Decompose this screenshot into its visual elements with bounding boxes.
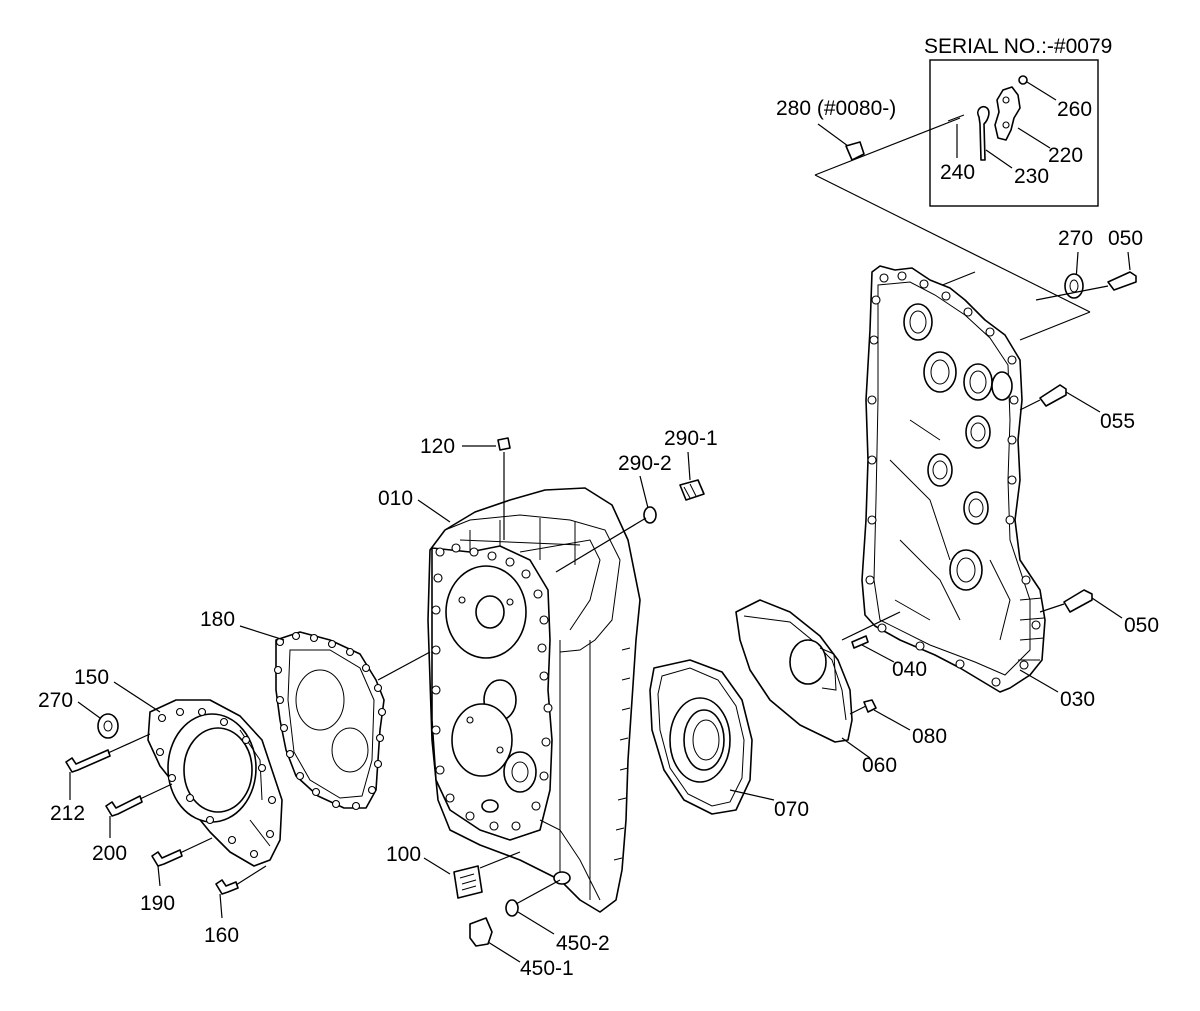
part-180-gasket: 180 <box>200 608 431 811</box>
part-050-bolt-top <box>1107 271 1137 291</box>
label-050-bottom: 050 <box>1124 614 1159 637</box>
label-290-2: 290-2 <box>618 452 672 475</box>
serial-note: SERIAL NO.:-#0079 <box>924 35 1112 58</box>
label-100: 100 <box>386 843 421 866</box>
label-120: 120 <box>420 435 455 458</box>
part-190-bolt <box>151 849 183 867</box>
part-080-bolt <box>863 699 877 713</box>
part-120-plug <box>497 437 511 451</box>
label-040: 040 <box>892 658 927 681</box>
label-290-1: 290-1 <box>664 427 718 450</box>
label-160: 160 <box>204 924 239 947</box>
label-270-top: 270 <box>1058 227 1093 250</box>
part-280-group: 280 (#0080-) <box>776 97 1091 341</box>
part-050-bolt-bottom <box>1063 589 1093 613</box>
label-060: 060 <box>862 754 897 777</box>
label-010: 010 <box>378 487 413 510</box>
housing-030-outline <box>861 265 1046 693</box>
label-450-2: 450-2 <box>556 932 610 955</box>
part-070-cover: 070 <box>649 659 809 821</box>
label-050-top: 050 <box>1108 227 1143 250</box>
part-080-group: 080 <box>849 699 947 748</box>
label-450-1: 450-1 <box>520 957 574 980</box>
label-230: 230 <box>1014 165 1049 188</box>
part-230-key <box>977 105 990 161</box>
part-190-group: 190 <box>140 837 213 915</box>
part-050-bottom-group: 050 <box>1039 589 1159 637</box>
part-055-bolt <box>1039 384 1067 407</box>
serial-inset-box <box>929 59 1099 207</box>
part-160-bolt <box>215 879 239 895</box>
gasket-180-holes <box>273 631 387 811</box>
label-055: 055 <box>1100 410 1135 433</box>
label-080: 080 <box>912 725 947 748</box>
part-030-housing <box>861 265 1046 693</box>
housing-010-bolt-ring <box>431 543 553 831</box>
label-280: 280 (#0080-) <box>776 97 896 120</box>
serial-inset: SERIAL NO.:-#0079 260 220 240 230 <box>924 35 1112 207</box>
part-270-050-top: 270 050 <box>1035 227 1143 301</box>
label-150: 150 <box>74 666 109 689</box>
part-150-front-cover: 150 <box>74 666 283 867</box>
label-220: 220 <box>1048 144 1083 167</box>
label-260: 260 <box>1057 98 1092 121</box>
part-450-2-oring <box>505 899 519 917</box>
part-220-bracket <box>994 86 1021 141</box>
part-100-group: 100 <box>386 843 521 899</box>
label-240: 240 <box>940 161 975 184</box>
part-010-labels: 010 120 290-2 290-1 <box>378 427 718 573</box>
part-160-group: 160 <box>204 865 267 947</box>
part-290-2-oring <box>643 506 657 524</box>
label-070: 070 <box>774 798 809 821</box>
cover-150-bosses <box>155 707 277 859</box>
label-190: 190 <box>140 892 175 915</box>
part-290-1-plug <box>679 479 705 501</box>
part-260-nut <box>1018 75 1028 85</box>
part-450-1-plug <box>469 917 493 947</box>
label-180: 180 <box>200 608 235 631</box>
part-055-group: 055 <box>1019 384 1135 433</box>
label-212: 212 <box>50 802 85 825</box>
label-200: 200 <box>92 842 127 865</box>
part-040-group: 040 030 <box>841 611 1095 711</box>
part-212-group: 212 <box>50 733 151 825</box>
part-240-pin <box>947 114 965 122</box>
housing-030-bores <box>903 303 1013 591</box>
part-040-pin <box>851 635 869 649</box>
part-450-group: 450-2 450-1 <box>469 879 610 980</box>
label-270-left: 270 <box>38 689 73 712</box>
part-270-washer-left <box>97 713 119 739</box>
part-060-shield: 060 <box>735 599 897 777</box>
part-200-bolt <box>105 795 143 817</box>
label-030: 030 <box>1060 688 1095 711</box>
part-200-group: 200 <box>92 783 173 865</box>
part-280-plug <box>845 141 865 161</box>
part-212-bolt <box>65 749 111 773</box>
housing-030-bosses <box>865 271 1041 687</box>
part-270-left-group: 270 <box>38 689 119 739</box>
part-010-main-housing <box>427 487 641 913</box>
